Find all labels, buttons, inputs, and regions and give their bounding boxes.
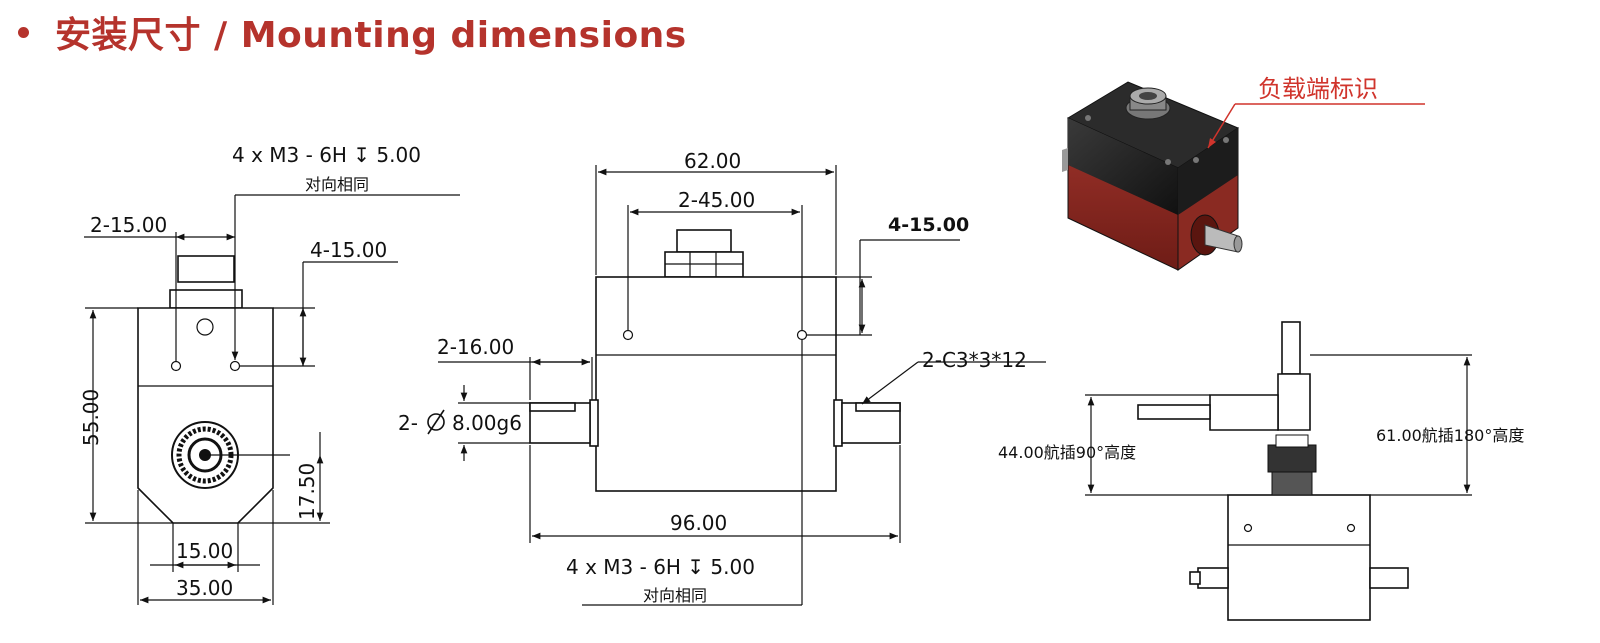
- front-dim-right: 4-15.00: [888, 214, 969, 236]
- side-dim-center: 17.50: [295, 463, 319, 520]
- load-end-callout: 负载端标识: [1258, 75, 1378, 103]
- front-dim-dia-prefix: 2-: [398, 411, 418, 435]
- sensor-body-small: [1227, 494, 1371, 621]
- front-dim-shaft-len: 2-16.00: [437, 335, 514, 359]
- side-dim-inner-width: 15.00: [176, 539, 233, 563]
- dim-90-connector: 44.00航插90°高度: [998, 443, 1136, 462]
- front-dim-dia-value: 8.00g6: [452, 411, 522, 435]
- connector-base: [169, 289, 243, 309]
- side-dim-height: 55.00: [79, 389, 103, 446]
- section-title: 安装尺寸 / Mounting dimensions: [55, 15, 687, 56]
- front-connector-top: [676, 229, 732, 253]
- right-keyway: [855, 402, 901, 412]
- side-same-note: 对向相同: [305, 175, 369, 194]
- mount-hole: [196, 318, 214, 336]
- connector-top: [177, 255, 235, 283]
- section-header: 安装尺寸 / Mounting dimensions: [18, 8, 687, 56]
- side-dim-4-15: 4-15.00: [310, 238, 387, 262]
- side-dim-width: 35.00: [176, 576, 233, 600]
- product-render: 负载端标识: [1062, 75, 1425, 271]
- front-dim-holes: 2-45.00: [678, 188, 755, 212]
- dim-180-connector: 61.00航插180°高度: [1376, 426, 1524, 445]
- side-thread-note: 4 x M3 - 6H ↧ 5.00: [232, 143, 421, 167]
- side-body: [137, 307, 274, 524]
- bullet-dot-icon: [18, 26, 29, 38]
- front-dim-total-bottom: 96.00: [670, 511, 727, 535]
- left-keyway: [529, 402, 576, 412]
- side-dim-2-15: 2-15.00: [90, 213, 167, 237]
- front-view: 62.00 2-45.00 4-15.00 2-16.00 2-C3*3*12 …: [398, 149, 1046, 606]
- front-body: [595, 276, 837, 492]
- front-dim-chamfer: 2-C3*3*12: [922, 348, 1027, 372]
- front-thread-note: 4 x M3 - 6H ↧ 5.00: [566, 555, 755, 579]
- connector-height-view: 44.00航插90°高度 61.00航插180°高度: [998, 321, 1524, 621]
- side-view: 4 x M3 - 6H ↧ 5.00 对向相同 2-15.00 4-15.00 …: [79, 143, 460, 605]
- mount-hole: [622, 329, 634, 341]
- mount-hole: [229, 360, 241, 372]
- diameter-icon: [427, 409, 445, 435]
- front-dim-total-top: 62.00: [684, 149, 741, 173]
- front-same-note: 对向相同: [643, 586, 707, 605]
